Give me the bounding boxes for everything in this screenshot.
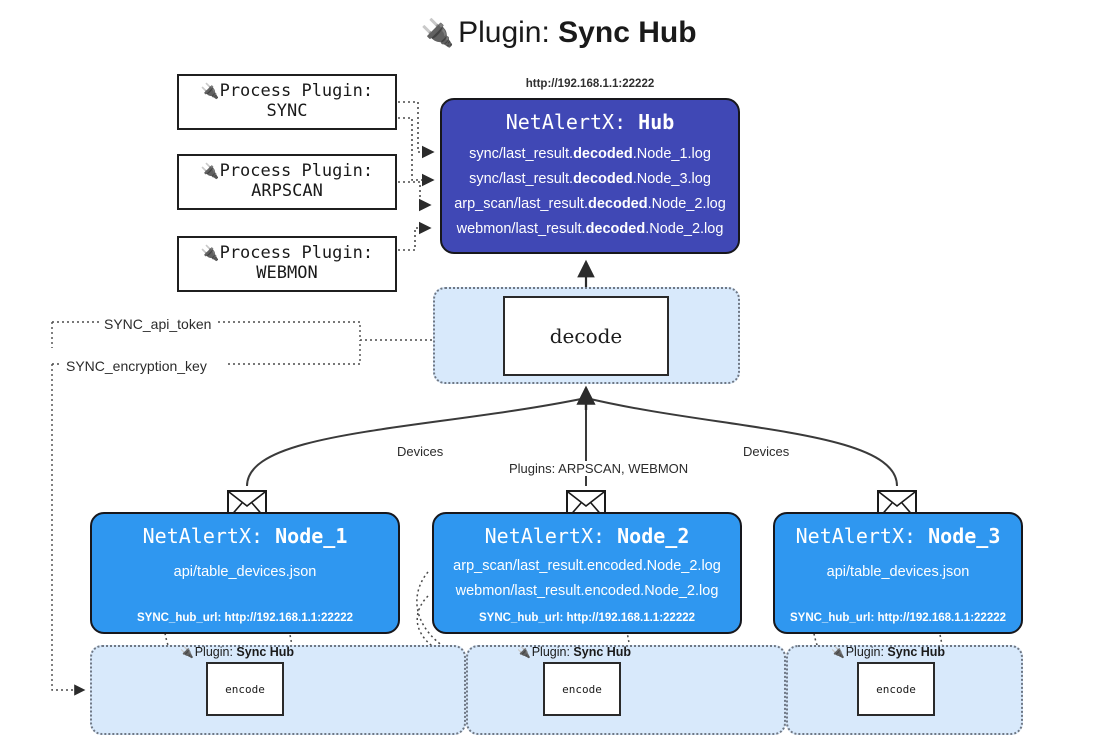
node-card-node-3[interactable]: NetAlertX: Node_3 api/table_devices.json… [773,512,1023,634]
page-title: 🔌Plugin: Sync Hub [0,16,1117,50]
encode-caption-node-3: 🔌Plugin: Sync Hub [831,645,946,659]
process-plugin-name: ARPSCAN [251,181,323,201]
plug-icon: 🔌 [200,162,220,181]
edge-label-devices-left: Devices [392,444,449,459]
node-path: arp_scan/last_result.encoded.Node_2.log [453,558,721,574]
encode-box-node-1[interactable]: encode [206,662,284,716]
plug-icon: 🔌 [420,18,455,48]
edge-label-plugins-center: Plugins: ARPSCAN, WEBMON [504,461,694,476]
hub-log-entry: sync/last_result.decoded.Node_1.log [469,146,711,162]
encode-zone-node-2 [466,645,786,735]
node-path: webmon/last_result.encoded.Node_2.log [455,583,719,600]
node-title-prefix: NetAlertX: [142,524,264,548]
plug-icon: 🔌 [200,244,220,263]
process-plugin-name: WEBMON [256,263,318,283]
hub-title-prefix: NetAlertX: [505,110,627,134]
node-path: api/table_devices.json [173,564,317,580]
encode-box-node-3[interactable]: encode [857,662,935,716]
node-title-prefix: NetAlertX: [795,524,917,548]
node-hub-url: SYNC_hub_url: http://192.168.1.1:22222 [478,612,696,624]
node-path: api/table_devices.json [826,564,970,580]
edge-label-devices-right: Devices [738,444,795,459]
process-plugin-name: SYNC [266,101,308,121]
hub-log-entry: sync/last_result.decoded.Node_3.log [469,170,711,187]
encode-box-node-2[interactable]: encode [543,662,621,716]
plug-icon: 🔌 [517,647,531,659]
hub-log-entry: webmon/last_result.decoded.Node_2.log [456,220,724,237]
encode-caption-node-1: 🔌Plugin: Sync Hub [180,645,295,659]
node-card-node-2[interactable]: NetAlertX: Node_2 arp_scan/last_result.e… [432,512,742,634]
config-label-encryption-key: SYNC_encryption_key [62,358,211,374]
decode-box[interactable]: decode [503,296,669,376]
process-plugin-sync[interactable]: 🔌Process Plugin: SYNC [177,74,397,130]
hub-title-name: Hub [638,110,675,134]
plug-icon: 🔌 [831,647,845,659]
node-title-name: Node_1 [275,524,348,548]
plug-icon: 🔌 [200,82,220,101]
process-plugin-label: Process Plugin: [219,243,374,264]
node-title-prefix: NetAlertX: [484,524,606,548]
node-title-name: Node_3 [928,524,1001,548]
encode-caption-node-2: 🔌Plugin: Sync Hub [517,645,632,659]
plug-icon: 🔌 [180,647,194,659]
process-plugin-webmon[interactable]: 🔌Process Plugin: WEBMON [177,236,397,292]
hub-url-label: http://192.168.1.1:22222 [525,78,655,90]
node-card-node-1[interactable]: NetAlertX: Node_1 api/table_devices.json… [90,512,400,634]
node-title-name: Node_2 [617,524,690,548]
node-hub-url: SYNC_hub_url: http://192.168.1.1:22222 [789,612,1007,624]
process-plugin-label: Process Plugin: [219,81,374,102]
page-title-name: Sync Hub [558,16,697,49]
hub-log-entry: arp_scan/last_result.decoded.Node_2.log [454,195,726,212]
node-hub-url: SYNC_hub_url: http://192.168.1.1:22222 [136,612,354,624]
hub-node[interactable]: NetAlertX: Hub sync/last_result.decoded.… [440,98,740,254]
config-label-api-token: SYNC_api_token [100,316,216,332]
page-title-prefix: Plugin: [458,16,550,49]
process-plugin-arpscan[interactable]: 🔌Process Plugin: ARPSCAN [177,154,397,210]
process-plugin-label: Process Plugin: [219,161,374,182]
